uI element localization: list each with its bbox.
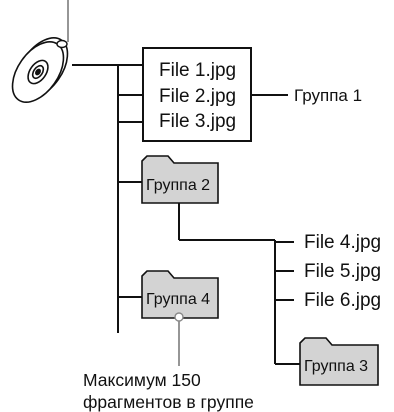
- folder-group2-label: Группа 2: [146, 177, 210, 194]
- group1-label: Группа 1: [294, 86, 362, 105]
- folder-group2[interactable]: Группа 2: [141, 155, 219, 204]
- file-2-label: File 2.jpg: [159, 86, 236, 107]
- file-4-label: File 4.jpg: [304, 232, 381, 253]
- note-line-1: Максимум 150: [83, 370, 201, 390]
- disc-callout-dot: [56, 39, 68, 49]
- cd-disc-icon: [11, 37, 69, 103]
- tree-connectors: [67, 0, 300, 366]
- file-5-label: File 5.jpg: [304, 261, 381, 282]
- folder-icon: [299, 337, 379, 386]
- folder-group3[interactable]: Группа 3: [299, 337, 379, 386]
- folder-group4-label: Группа 4: [146, 291, 210, 308]
- disc-hole: [35, 68, 41, 76]
- group1-file-box: [142, 47, 252, 142]
- folder-group3-label: Группа 3: [304, 358, 368, 375]
- folder-group4[interactable]: Группа 4: [141, 270, 219, 322]
- file-3-label: File 3.jpg: [159, 111, 236, 132]
- file-1-label: File 1.jpg: [159, 60, 236, 81]
- folder-icon: [141, 270, 219, 319]
- note-line-2: фрагментов в группе: [83, 392, 254, 412]
- folder-icon: [141, 155, 219, 204]
- file-6-label: File 6.jpg: [304, 290, 381, 311]
- callout-dot: [174, 312, 184, 322]
